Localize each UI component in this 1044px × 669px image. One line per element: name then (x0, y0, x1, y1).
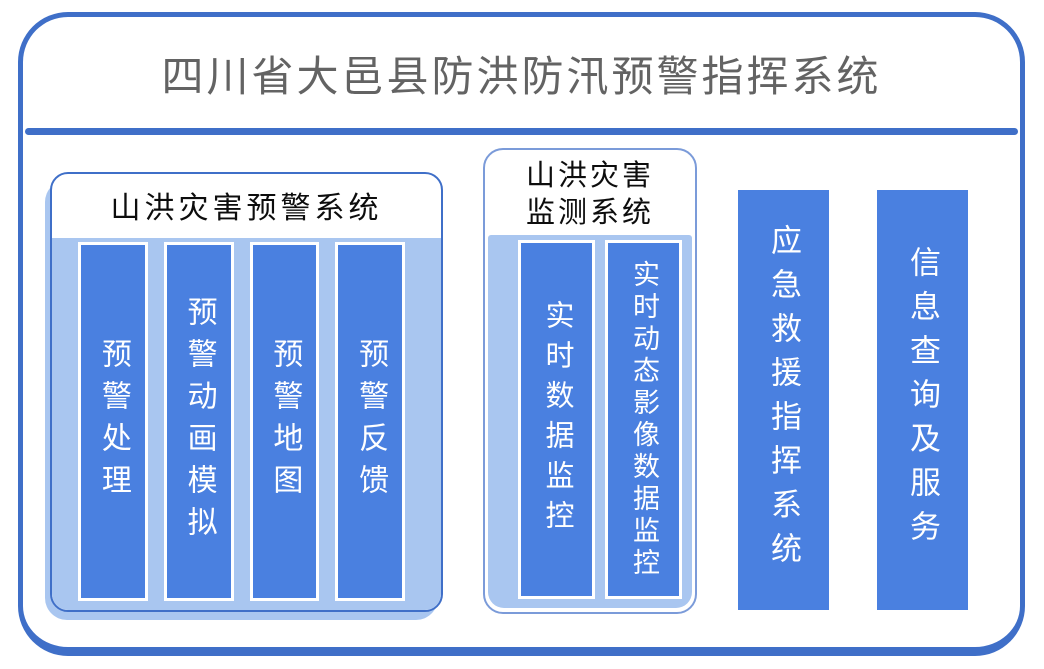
title-divider (25, 128, 1018, 135)
group-title: 山洪灾害 监测系统 (485, 150, 695, 232)
bar-info-query-and-service: 信息查询及服务 (877, 190, 968, 610)
bar-label: 实时数据监控 (541, 299, 573, 540)
bar-label: 预警反馈 (354, 337, 388, 506)
group-flood-monitoring-system: 山洪灾害 监测系统 实时数据监控 实时动态影像数据监控 (483, 148, 697, 614)
group-box: 山洪灾害预警系统 预警处理 预警动画模拟 预警地图 预警反馈 (50, 172, 443, 612)
bar-label: 预警地图 (268, 337, 302, 506)
bar-label: 预警动画模拟 (182, 295, 216, 548)
bar-warning-feedback: 预警反馈 (335, 242, 405, 601)
bar-realtime-data-monitoring: 实时数据监控 (518, 240, 595, 599)
bar-warning-processing: 预警处理 (78, 242, 148, 601)
group-modules-area: 实时数据监控 实时动态影像数据监控 (488, 235, 692, 608)
bar-label: 预警处理 (96, 337, 130, 506)
group-title: 山洪灾害预警系统 (110, 192, 383, 225)
group-flood-warning-system: 山洪灾害预警系统 预警处理 预警动画模拟 预警地图 预警反馈 (45, 172, 443, 620)
bar-label: 应急救援指挥系统 (766, 224, 801, 576)
bar-warning-animation-simulation: 预警动画模拟 (163, 242, 234, 601)
bar-label: 信息查询及服务 (905, 246, 940, 554)
bar-realtime-video-data-monitoring: 实时动态影像数据监控 (605, 240, 682, 599)
group-title-line2: 监测系统 (525, 197, 654, 229)
group-modules-area: 预警处理 预警动画模拟 预警地图 预警反馈 (52, 238, 441, 610)
group-box: 山洪灾害 监测系统 实时数据监控 实时动态影像数据监控 (483, 148, 697, 614)
page-title: 四川省大邑县防洪防汛预警指挥系统 (161, 53, 882, 100)
bar-warning-map: 预警地图 (249, 242, 320, 601)
bar-label: 实时动态影像数据监控 (629, 259, 659, 580)
group-title-line1: 山洪灾害 (525, 160, 654, 192)
bar-emergency-rescue-command-system: 应急救援指挥系统 (738, 190, 829, 610)
